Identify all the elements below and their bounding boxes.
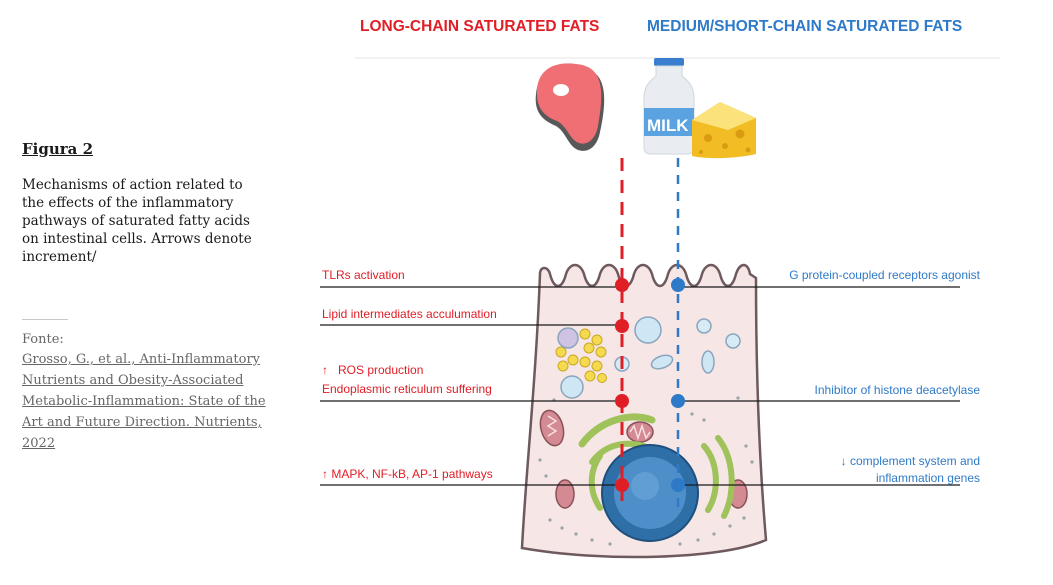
label-complement-system: ↓ complement system and — [841, 454, 980, 468]
fatty-acid-diagram: LONG-CHAIN SATURATED FATS MEDIUM/SHORT-C… — [320, 18, 1000, 559]
label-lipid-intermediates: Lipid intermediates acculumation — [322, 307, 497, 321]
label-tlr-activation: TLRs activation — [322, 268, 405, 282]
label-mapk-pathways: ↑ MAPK, NF-kB, AP-1 pathways — [322, 467, 493, 481]
label-er-suffering: Endoplasmic reticulum suffering — [322, 382, 492, 396]
meat-icon — [535, 63, 605, 151]
nucleus — [601, 444, 699, 542]
label-ros-production: ROS production — [338, 363, 423, 377]
source-label: Fonte: — [22, 332, 64, 347]
label-ros-arrow: ↑ — [322, 363, 328, 377]
long-chain-markers — [615, 278, 629, 492]
label-gpcr-agonist: G protein-coupled receptors agonist — [789, 268, 980, 282]
cheese-icon — [692, 102, 756, 159]
intestinal-cell — [520, 263, 768, 559]
milk-bottle-icon: MILK — [643, 58, 695, 155]
header-long-chain: LONG-CHAIN SATURATED FATS — [360, 18, 599, 35]
caption-separator — [22, 319, 68, 320]
header-medium-short-chain: MEDIUM/SHORT-CHAIN SATURATED FATS — [647, 18, 962, 35]
label-hdac-inhibitor: Inhibitor of histone deacetylase — [815, 383, 981, 397]
source-reference-link[interactable]: Grosso, G., et al., Anti-Inflammatory Nu… — [22, 352, 266, 451]
vesicles — [557, 316, 741, 399]
medium-chain-markers — [671, 278, 685, 492]
figure-description: Mechanisms of action related to the effe… — [22, 177, 252, 265]
label-inflammation-genes: inflammation genes — [876, 471, 980, 485]
source-block: Fonte: Grosso, G., et al., Anti-Inflamma… — [22, 330, 267, 454]
figure-caption: Figura 2 Mechanisms of action related to… — [22, 140, 262, 266]
figure-title: Figura 2 — [22, 140, 94, 158]
endoplasmic-reticulum — [578, 413, 735, 519]
connector-lines — [320, 286, 960, 486]
milk-label: MILK — [647, 116, 689, 135]
cytoplasm-granules — [538, 396, 754, 546]
lipid-droplets — [555, 328, 607, 383]
